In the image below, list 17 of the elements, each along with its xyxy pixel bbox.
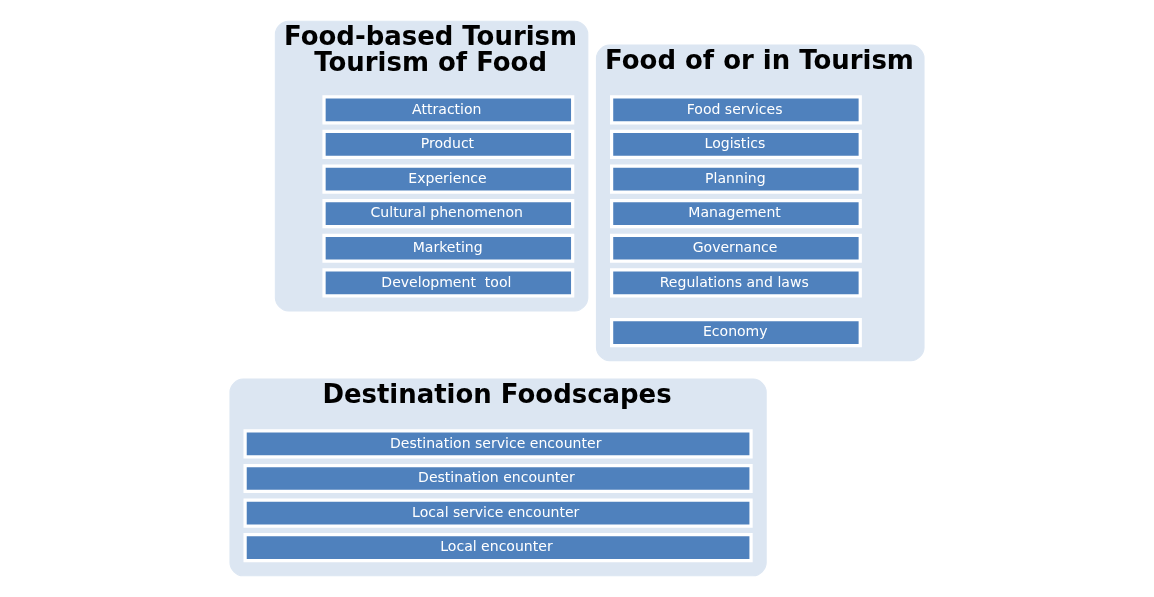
node-box: Attraction bbox=[322, 95, 575, 125]
node-box: Cultural phenomenon bbox=[322, 199, 575, 229]
node-box: Economy bbox=[609, 317, 862, 348]
node-box: Local service encounter bbox=[243, 498, 753, 528]
node-box: Destination service encounter bbox=[243, 429, 753, 459]
node-box: Planning bbox=[609, 164, 862, 194]
node-box: Local encounter bbox=[243, 533, 753, 563]
node-box: Management bbox=[609, 199, 862, 229]
node-box: Regulations and laws bbox=[609, 268, 862, 298]
node-box: Governance bbox=[609, 233, 862, 263]
node-box: Product bbox=[322, 129, 575, 160]
node-box: Food services bbox=[609, 95, 862, 125]
node-box: Development tool bbox=[322, 268, 575, 298]
node-box: Experience bbox=[322, 164, 575, 194]
node-box: Destination encounter bbox=[243, 463, 753, 494]
node-box: Marketing bbox=[322, 233, 575, 263]
node-box: Logistics bbox=[609, 129, 862, 160]
